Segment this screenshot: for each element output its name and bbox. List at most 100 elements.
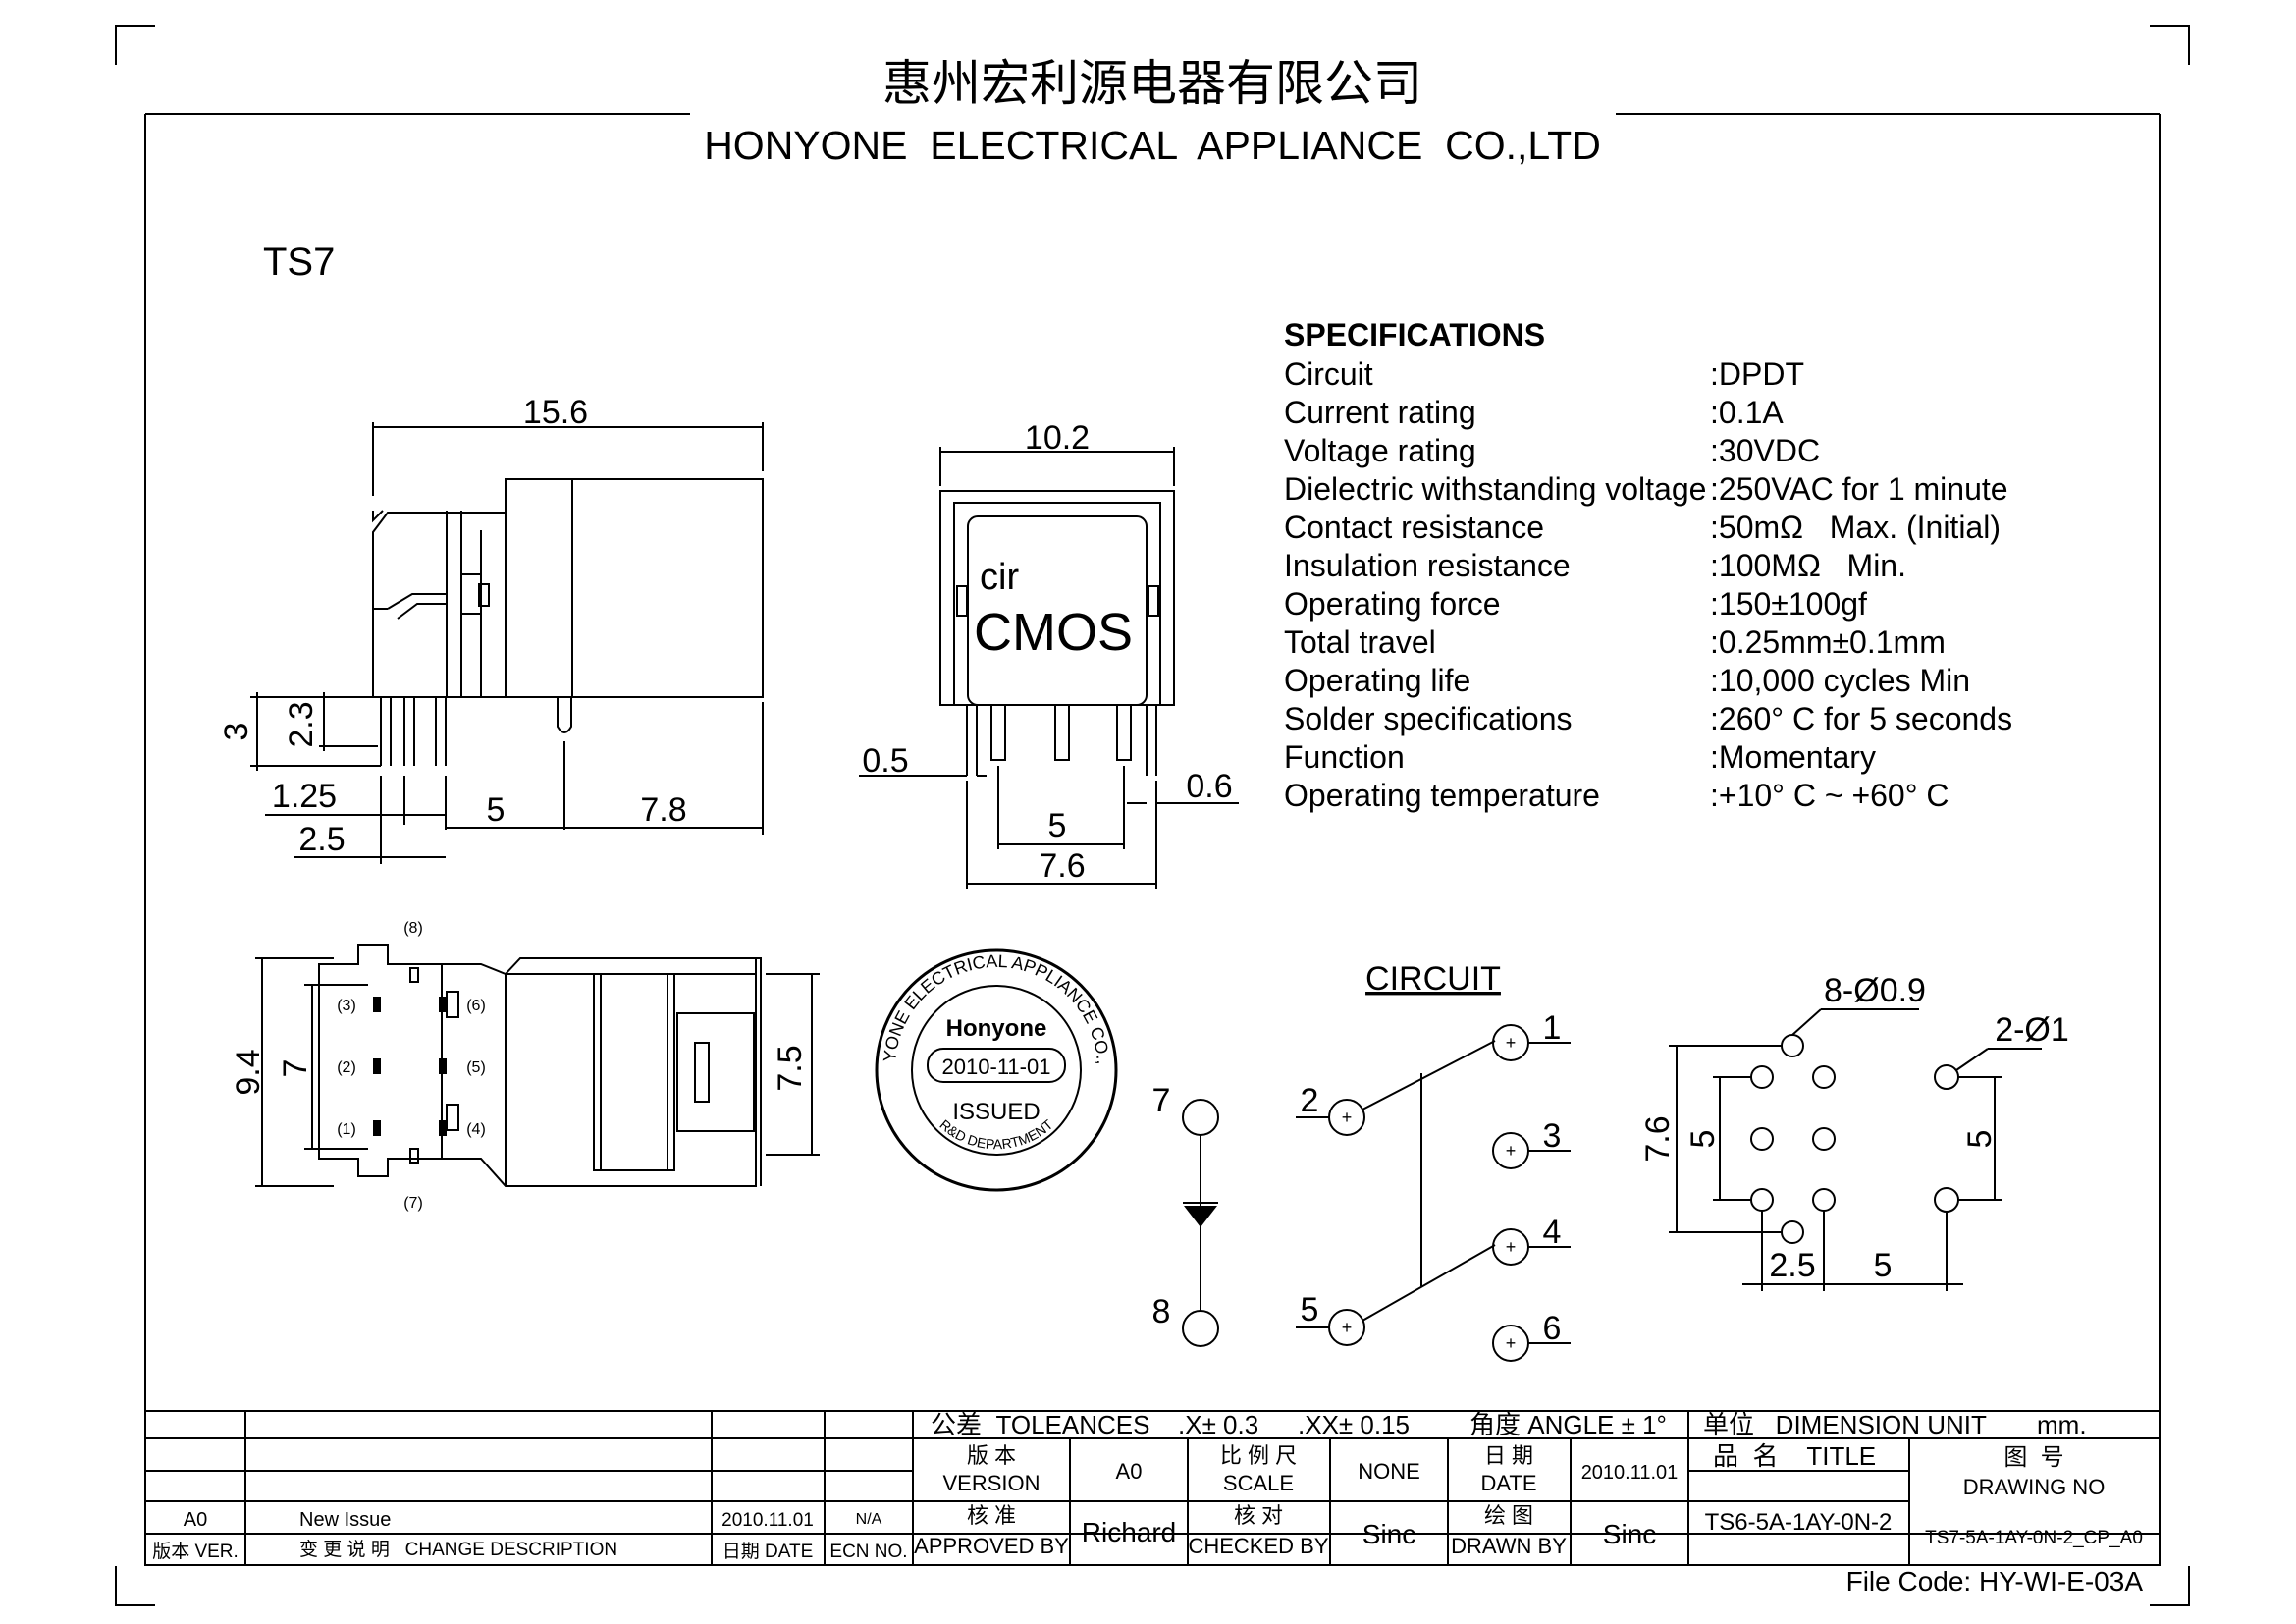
svg-text:+: + xyxy=(1342,1318,1353,1337)
date-value: 2010.11.01 xyxy=(1581,1462,1679,1484)
checked-en: CHECKED BY xyxy=(1188,1534,1328,1558)
spec-value: :250VAC for 1 minute xyxy=(1710,471,2008,507)
svg-text:+: + xyxy=(1506,1033,1517,1053)
svg-text:+: + xyxy=(1506,1141,1517,1161)
circuit-label-3: 3 xyxy=(1543,1117,1562,1155)
specs-title: SPECIFICATIONS xyxy=(1284,317,1545,352)
dim-pin-pitch-small: 2.5 xyxy=(298,821,345,858)
drawing-no-en: DRAWING NO xyxy=(1963,1475,2106,1499)
spec-value: :0.1A xyxy=(1710,395,1784,430)
stamp-name: Honyone xyxy=(946,1015,1047,1042)
circuit-label-2: 2 xyxy=(1301,1082,1319,1119)
tolerance-x: .X± 0.3 xyxy=(1178,1410,1258,1439)
led-diode-icon xyxy=(1184,1206,1217,1227)
pin-label-2: (2) xyxy=(337,1059,356,1076)
revision-ecn: N/A xyxy=(856,1511,882,1528)
spec-label: Contact resistance xyxy=(1284,510,1544,545)
pin-label-3: (3) xyxy=(337,998,356,1014)
company-name-en: HONYONE ELECTRICAL APPLIANCE CO.,LTD xyxy=(704,123,1601,168)
circuit-label-7: 7 xyxy=(1152,1082,1171,1119)
circuit-diagram xyxy=(1182,1024,1571,1362)
side-view xyxy=(250,422,764,864)
top-view xyxy=(255,944,820,1187)
angle-tolerance: 角度 ANGLE ± 1° xyxy=(1469,1410,1667,1439)
dim-front-width: 10.2 xyxy=(1025,419,1090,457)
pcb-dim-vertical-left: 5 xyxy=(1684,1130,1722,1149)
dim-height-inner: 2.3 xyxy=(283,701,320,747)
drawn-value: Sinc xyxy=(1603,1519,1656,1549)
version-en: VERSION xyxy=(942,1471,1040,1495)
dim-height-outer: 3 xyxy=(218,723,255,741)
dim-pin-width: 0.5 xyxy=(862,742,908,780)
corner-marks xyxy=(115,25,2190,1606)
tolerance-xx: .XX± 0.15 xyxy=(1298,1410,1410,1439)
model-number: TS7 xyxy=(263,241,335,284)
revision-description: New Issue xyxy=(299,1509,391,1531)
pcb-dim-horizontal-a: 2.5 xyxy=(1769,1247,1815,1284)
pin-label-8: (8) xyxy=(403,920,423,937)
pin-label-6: (6) xyxy=(466,998,486,1014)
dim-top-right: 7.5 xyxy=(772,1045,809,1091)
spec-label: Operating life xyxy=(1284,663,1470,698)
spec-label: Circuit xyxy=(1284,356,1373,392)
col-ecn-header: ECN NO. xyxy=(829,1542,907,1562)
drawn-en: DRAWN BY xyxy=(1451,1534,1567,1558)
dim-pin-pitch: 5 xyxy=(487,791,506,829)
dim-pin-width-right: 0.6 xyxy=(1186,768,1232,805)
checked-cn: 核 对 xyxy=(1234,1503,1283,1528)
spec-value: :100MΩ Min. xyxy=(1710,548,1906,583)
col-version-header: 版本 VER. xyxy=(152,1541,239,1562)
spec-value: :0.25mm±0.1mm xyxy=(1710,624,1946,660)
spec-value: :Momentary xyxy=(1710,739,1876,775)
pcb-holes-large: 2-Ø1 xyxy=(1995,1011,2069,1049)
pcb-holes-small: 8-Ø0.9 xyxy=(1824,972,1926,1009)
pin-label-1: (1) xyxy=(337,1121,356,1138)
approved-en: APPROVED BY xyxy=(914,1534,1069,1558)
spec-label: Operating force xyxy=(1284,586,1501,622)
spec-value: :+10° C ~ +60° C xyxy=(1710,778,1949,813)
dim-top-outer: 9.4 xyxy=(230,1049,267,1095)
file-code: File Code: HY-WI-E-03A xyxy=(1846,1566,2144,1597)
spec-label: Dielectric withstanding voltage xyxy=(1284,471,1706,507)
date-cn: 日 期 xyxy=(1484,1443,1533,1468)
pcb-dim-horizontal-b: 5 xyxy=(1874,1247,1893,1284)
spec-value: :DPDT xyxy=(1710,356,1804,392)
svg-text:+: + xyxy=(1506,1237,1517,1257)
circuit-plus-signs: + + + + + + xyxy=(1342,1033,1517,1353)
pin-label-7: (7) xyxy=(403,1195,423,1212)
spec-value: :50mΩ Max. (Initial) xyxy=(1710,510,2001,545)
cap-text-large: CMOS xyxy=(974,603,1133,662)
stamp-date: 2010-11-01 xyxy=(942,1055,1051,1079)
col-description-header: 变 更 说 明 CHANGE DESCRIPTION xyxy=(299,1539,617,1560)
stamp-status: ISSUED xyxy=(952,1099,1040,1125)
sheet-border xyxy=(144,113,2161,1566)
pcb-layout xyxy=(1669,1008,2042,1291)
circuit-label-1: 1 xyxy=(1543,1009,1562,1047)
pin-label-4: (4) xyxy=(466,1121,486,1138)
top-view-pin-marks xyxy=(373,967,447,1164)
spec-value: :30VDC xyxy=(1710,433,1820,468)
drawing-no-cn: 图 号 xyxy=(2003,1444,2063,1471)
revision-date: 2010.11.01 xyxy=(721,1510,814,1531)
circuit-label-5: 5 xyxy=(1301,1291,1319,1328)
spec-label: Insulation resistance xyxy=(1284,548,1571,583)
version-value: A0 xyxy=(1116,1459,1143,1484)
spec-label: Total travel xyxy=(1284,624,1436,660)
pcb-dim-vertical-right: 5 xyxy=(1961,1130,1999,1149)
dim-length: 15.6 xyxy=(523,394,588,431)
circuit-label-6: 6 xyxy=(1543,1310,1562,1347)
circuit-label-4: 4 xyxy=(1543,1214,1562,1251)
company-name-cn: 惠州宏利源电器有限公司 xyxy=(882,56,1422,111)
scale-en: SCALE xyxy=(1223,1471,1294,1495)
title-value: TS6-5A-1AY-0N-2 xyxy=(1705,1509,1893,1536)
drawing-no-value: TS7-5A-1AY-0N-2_CP_A0 xyxy=(1925,1528,2143,1548)
date-en: DATE xyxy=(1480,1471,1536,1495)
title-label: 品 名 TITLE xyxy=(1713,1441,1876,1471)
dim-top-inner: 7 xyxy=(277,1059,314,1078)
checked-value: Sinc xyxy=(1362,1519,1415,1549)
pcb-dim-vertical-outer: 7.6 xyxy=(1639,1115,1677,1162)
spec-value: :260° C for 5 seconds xyxy=(1710,701,2012,736)
spec-label: Operating temperature xyxy=(1284,778,1600,813)
